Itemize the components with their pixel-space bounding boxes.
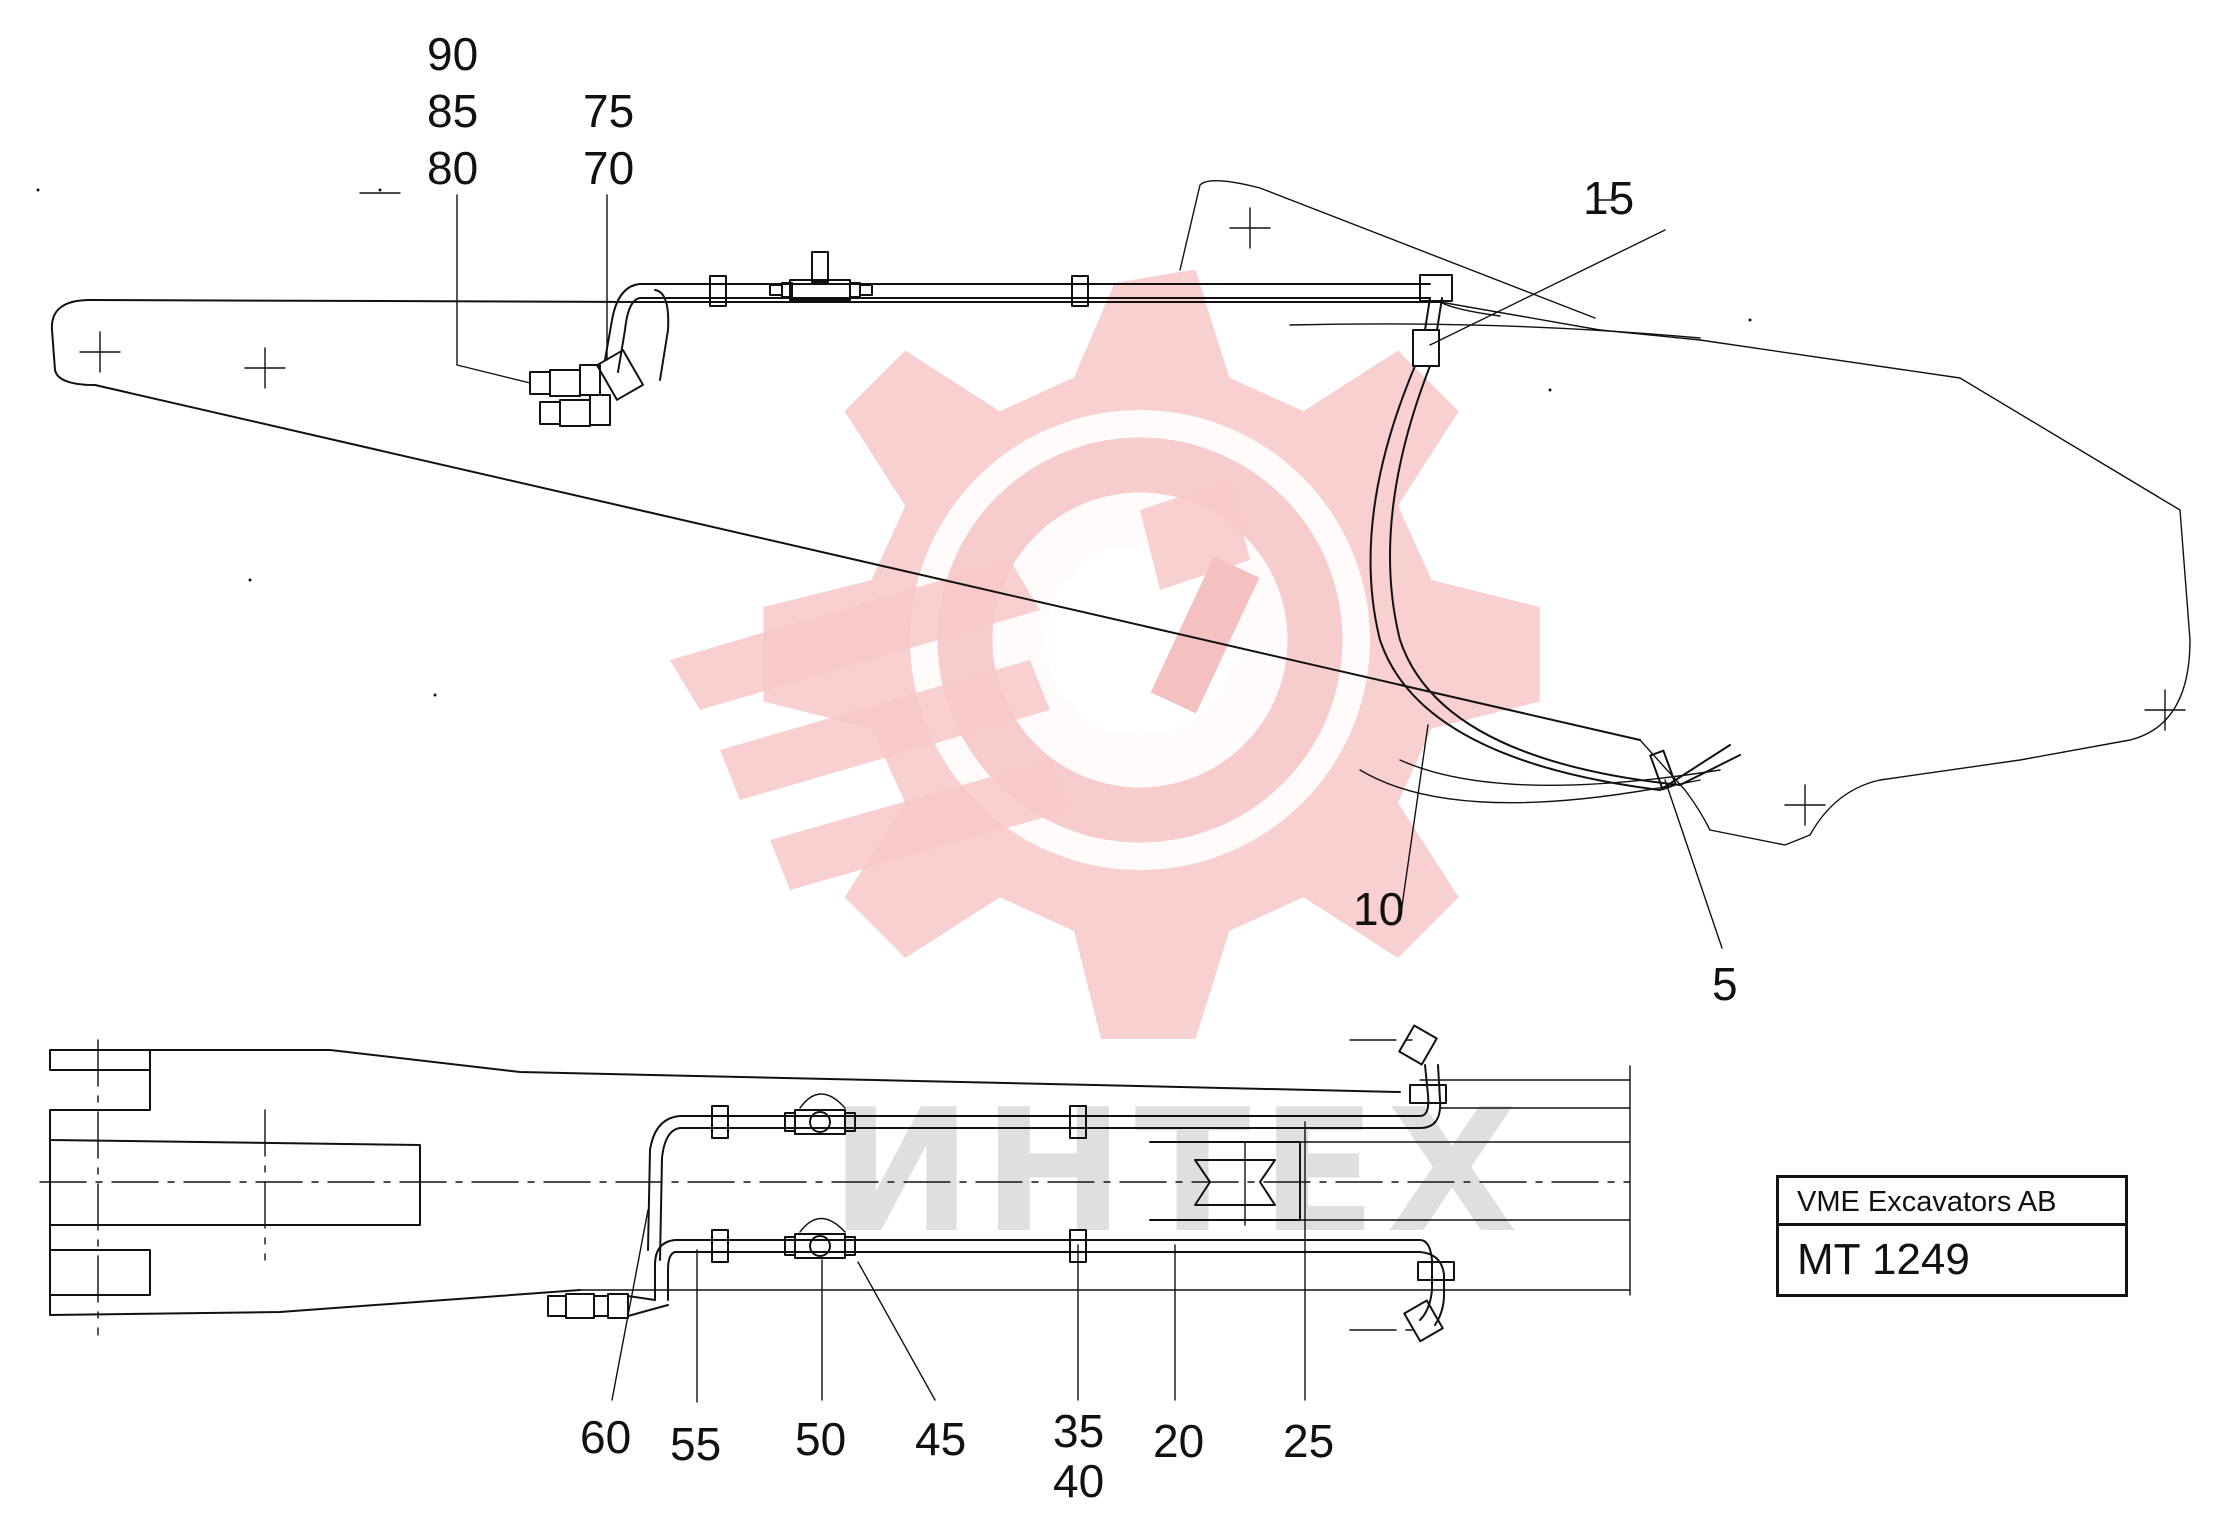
callout-60: 60: [580, 1411, 631, 1463]
callout-80: 80: [427, 142, 478, 194]
callout-45: 45: [915, 1413, 966, 1465]
callout-40: 40: [1053, 1455, 1104, 1507]
callout-5: 5: [1712, 958, 1738, 1010]
callout-85: 85: [427, 85, 478, 137]
callout-leaders: [456, 194, 1723, 1403]
callout-50: 50: [795, 1413, 846, 1465]
callout-10: 10: [1353, 883, 1404, 935]
callout-35: 35: [1053, 1405, 1104, 1457]
boom-top-view: [39, 1024, 1631, 1343]
watermark-gear-logo: [670, 269, 1540, 1039]
callout-15: 15: [1583, 172, 1634, 224]
watermark-text: ИНТЕХ: [830, 1073, 1528, 1271]
title-block: VME Excavators AB MT 1249: [1776, 1175, 2128, 1297]
callout-20: 20: [1153, 1415, 1204, 1467]
callout-numbers: 90 85 80 75 70 15 10 5 60 55 50 45 35 40…: [427, 28, 1738, 1507]
company-name: VME Excavators AB: [1779, 1178, 2125, 1226]
callout-55: 55: [670, 1418, 721, 1470]
boom-side-view: [36, 180, 2191, 846]
callout-75: 75: [583, 85, 634, 137]
callout-90: 90: [427, 28, 478, 80]
drawing-number: MT 1249: [1797, 1235, 1970, 1284]
callout-70: 70: [583, 142, 634, 194]
callout-25: 25: [1283, 1415, 1334, 1467]
